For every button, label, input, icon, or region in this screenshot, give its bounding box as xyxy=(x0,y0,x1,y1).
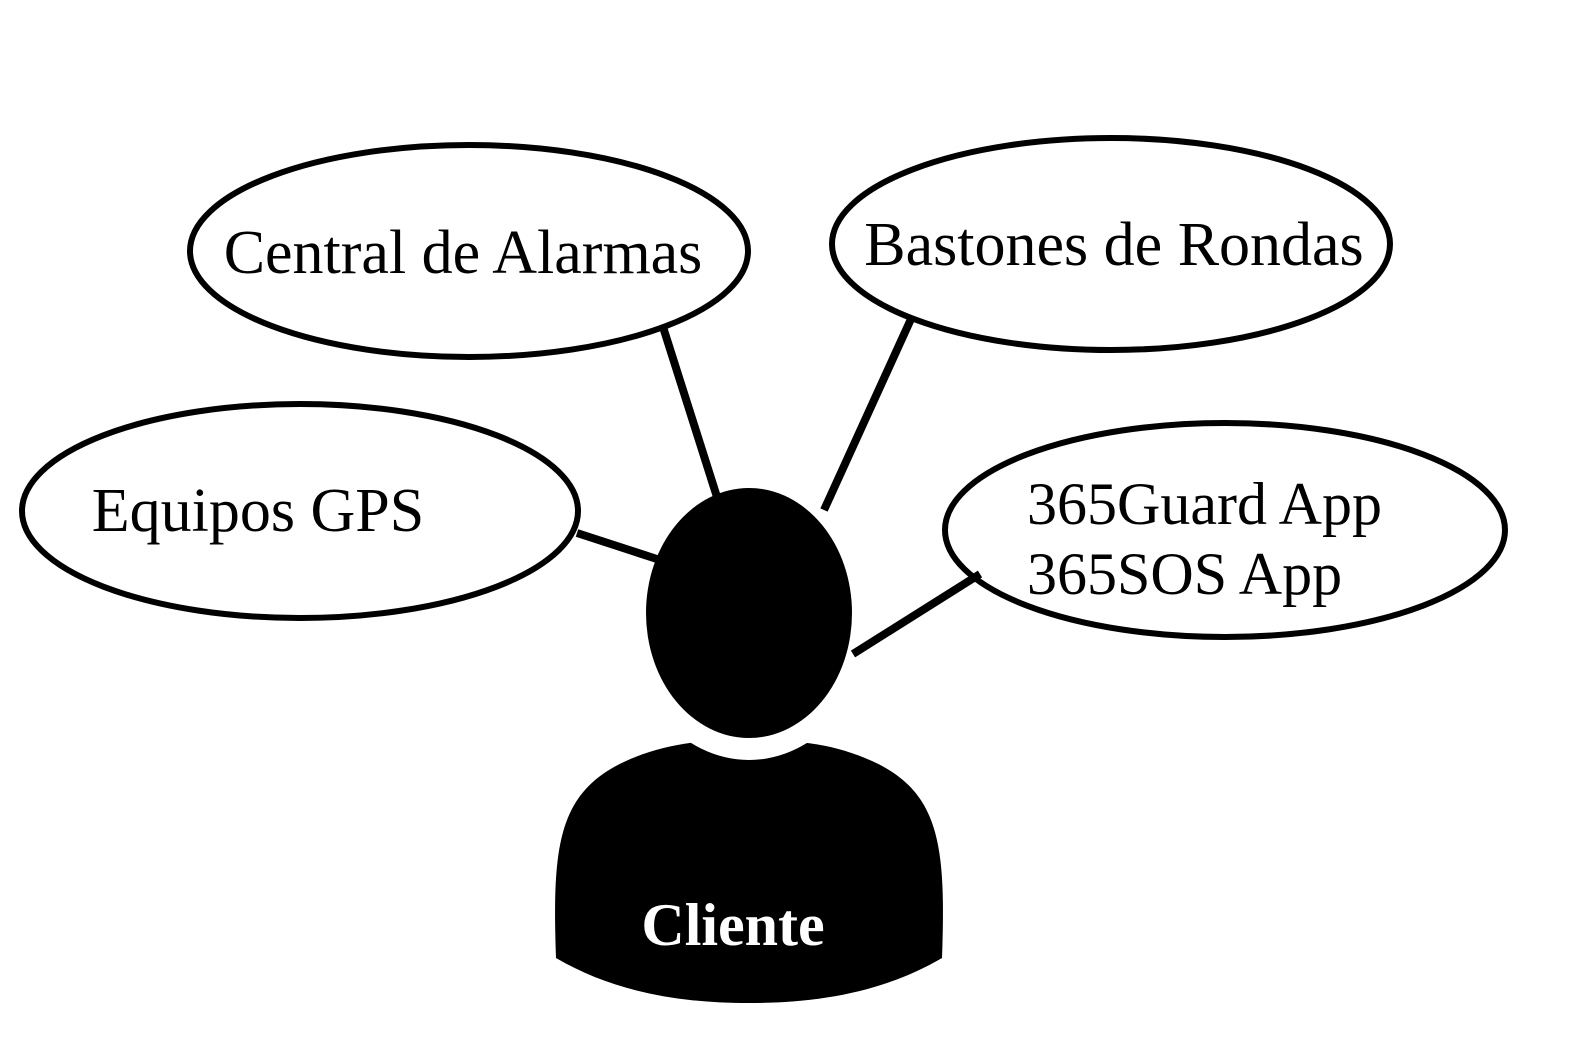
label-apps-line2: 365SOS App xyxy=(1027,541,1342,607)
person-body xyxy=(555,740,943,1003)
node-ellipse-central-de-alarmas xyxy=(187,142,751,360)
connector-central-de-alarmas xyxy=(659,325,721,499)
node-ellipse-equipos-gps xyxy=(19,401,581,621)
person-label: Cliente xyxy=(641,892,824,958)
connector-apps xyxy=(850,570,983,658)
label-bastones-de-rondas: Bastones de Rondas xyxy=(864,211,1363,279)
node-ellipse-apps xyxy=(942,420,1508,640)
label-equipos-gps: Equipos GPS xyxy=(92,477,424,545)
person-head xyxy=(646,488,852,738)
node-ellipse-bastones-de-rondas xyxy=(829,135,1393,353)
label-central-de-alarmas: Central de Alarmas xyxy=(224,219,703,287)
connector-bastones-de-rondas xyxy=(820,317,915,512)
connector-equipos-gps xyxy=(575,529,665,565)
label-apps-line1: 365Guard App xyxy=(1027,471,1382,537)
